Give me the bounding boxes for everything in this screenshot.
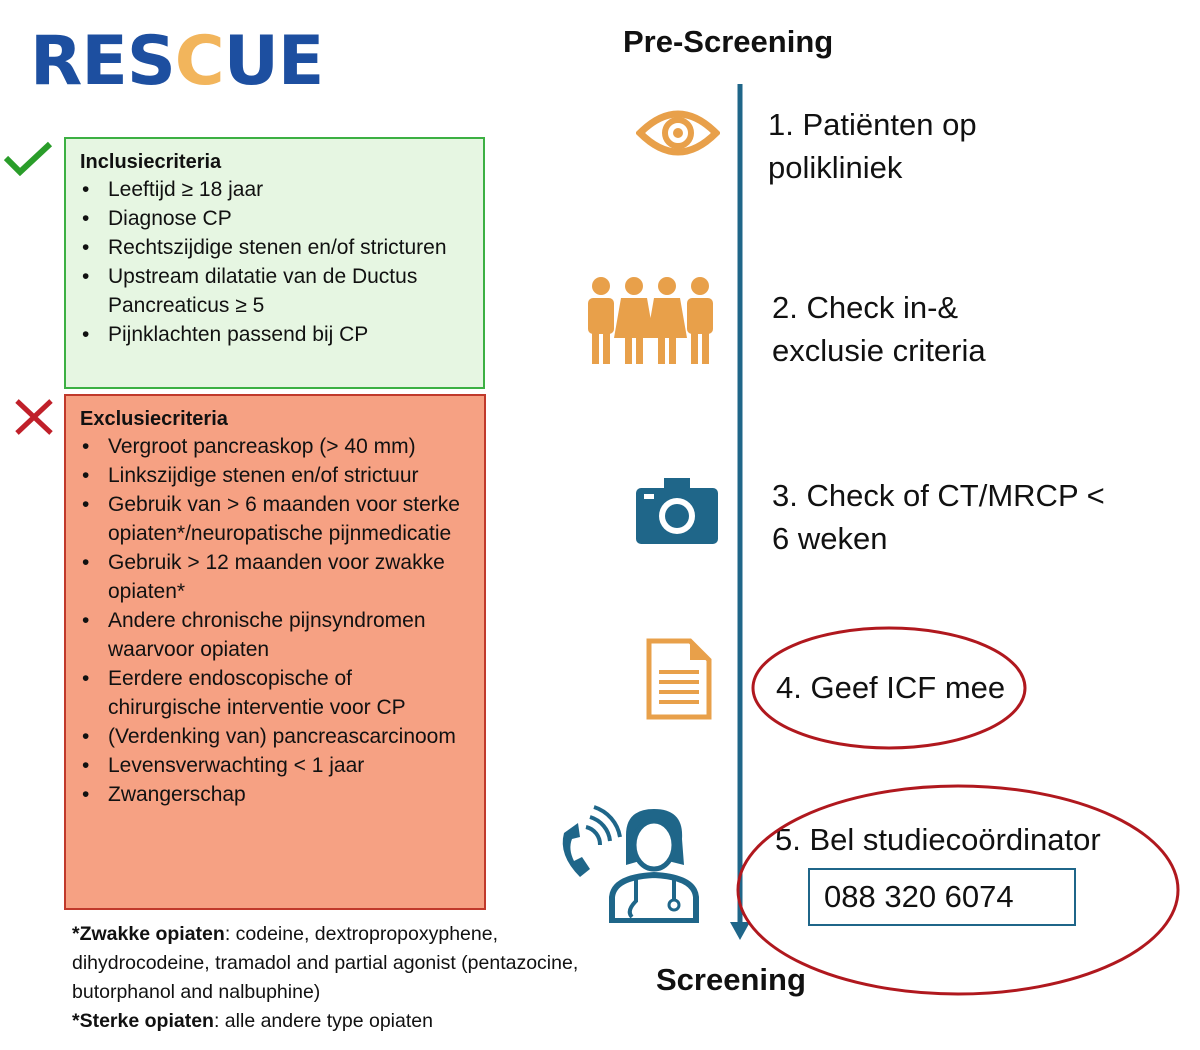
weak-opiates-label: *Zwakke opiaten [72, 923, 225, 945]
document-icon [646, 638, 712, 720]
rescue-logo: RESCUE [30, 22, 324, 101]
inclusion-criteria-box: Inclusiecriteria Leeftijd ≥ 18 jaar Diag… [64, 137, 485, 389]
exclusion-item: Gebruik > 12 maanden voor zwakke opiaten… [82, 548, 470, 606]
highlight-ellipse [736, 784, 1180, 996]
step-1: 1. Patiënten op polikliniek [768, 107, 977, 185]
exclusion-item: Gebruik van > 6 maanden voor sterke opia… [82, 490, 470, 548]
people-icon [588, 277, 713, 364]
exclusion-item: Zwangerschap [82, 780, 470, 809]
cross-icon [15, 399, 53, 435]
exclusion-item: Andere chronische pijnsyndromen waarvoor… [82, 606, 470, 664]
exclusion-item: Levensverwachting < 1 jaar [82, 751, 470, 780]
step-2: 2. Check in-& exclusie criteria [772, 290, 986, 368]
doctor-phone-icon [562, 805, 699, 923]
inclusion-item: Rechtszijdige stenen en/of stricturen [82, 233, 469, 262]
highlight-ellipse [751, 626, 1027, 750]
exclusion-criteria-box: Exclusiecriteria Vergroot pancreaskop (>… [64, 394, 486, 910]
screening-title: Screening [656, 962, 806, 997]
step-4: 4. Geef ICF mee [776, 670, 1006, 705]
exclusion-title: Exclusiecriteria [80, 408, 228, 430]
exclusion-item: Linkszijdige stenen en/of strictuur [82, 461, 470, 490]
pre-screening-title: Pre-Screening [623, 24, 834, 59]
inclusion-title: Inclusiecriteria [80, 151, 222, 173]
exclusion-item: (Verdenking van) pancreascarcinoom [82, 722, 470, 751]
strong-opiates-text: : alle andere type opiaten [213, 1010, 433, 1032]
footnotes: *Zwakke opiaten: codeine, dextropropoxyp… [72, 920, 602, 1036]
step-3: 3. Check of CT/MRCP < 6 weken [772, 478, 1105, 556]
strong-opiates-label: *Sterke opiaten [72, 1010, 214, 1032]
step-5: 5. Bel studiecoördinator [775, 822, 1101, 857]
inclusion-item: Leeftijd ≥ 18 jaar [82, 175, 469, 204]
phone-number: 088 320 6074 [808, 868, 1076, 926]
eye-icon [636, 110, 720, 156]
timeline-arrow [730, 84, 750, 940]
camera-icon [636, 478, 718, 544]
inclusion-item: Pijnklachten passend bij CP [82, 320, 469, 349]
weak-opiates-text: : codeine, dextropropoxyphene, dihydroco… [72, 923, 579, 1003]
exclusion-item: Vergroot pancreaskop (> 40 mm) [82, 432, 470, 461]
exclusion-item: Eerdere endoscopische of chirurgische in… [82, 664, 470, 722]
inclusion-item: Diagnose CP [82, 204, 469, 233]
inclusion-item: Upstream dilatatie van de Ductus Pancrea… [82, 262, 469, 320]
checkmark-icon [3, 141, 53, 176]
